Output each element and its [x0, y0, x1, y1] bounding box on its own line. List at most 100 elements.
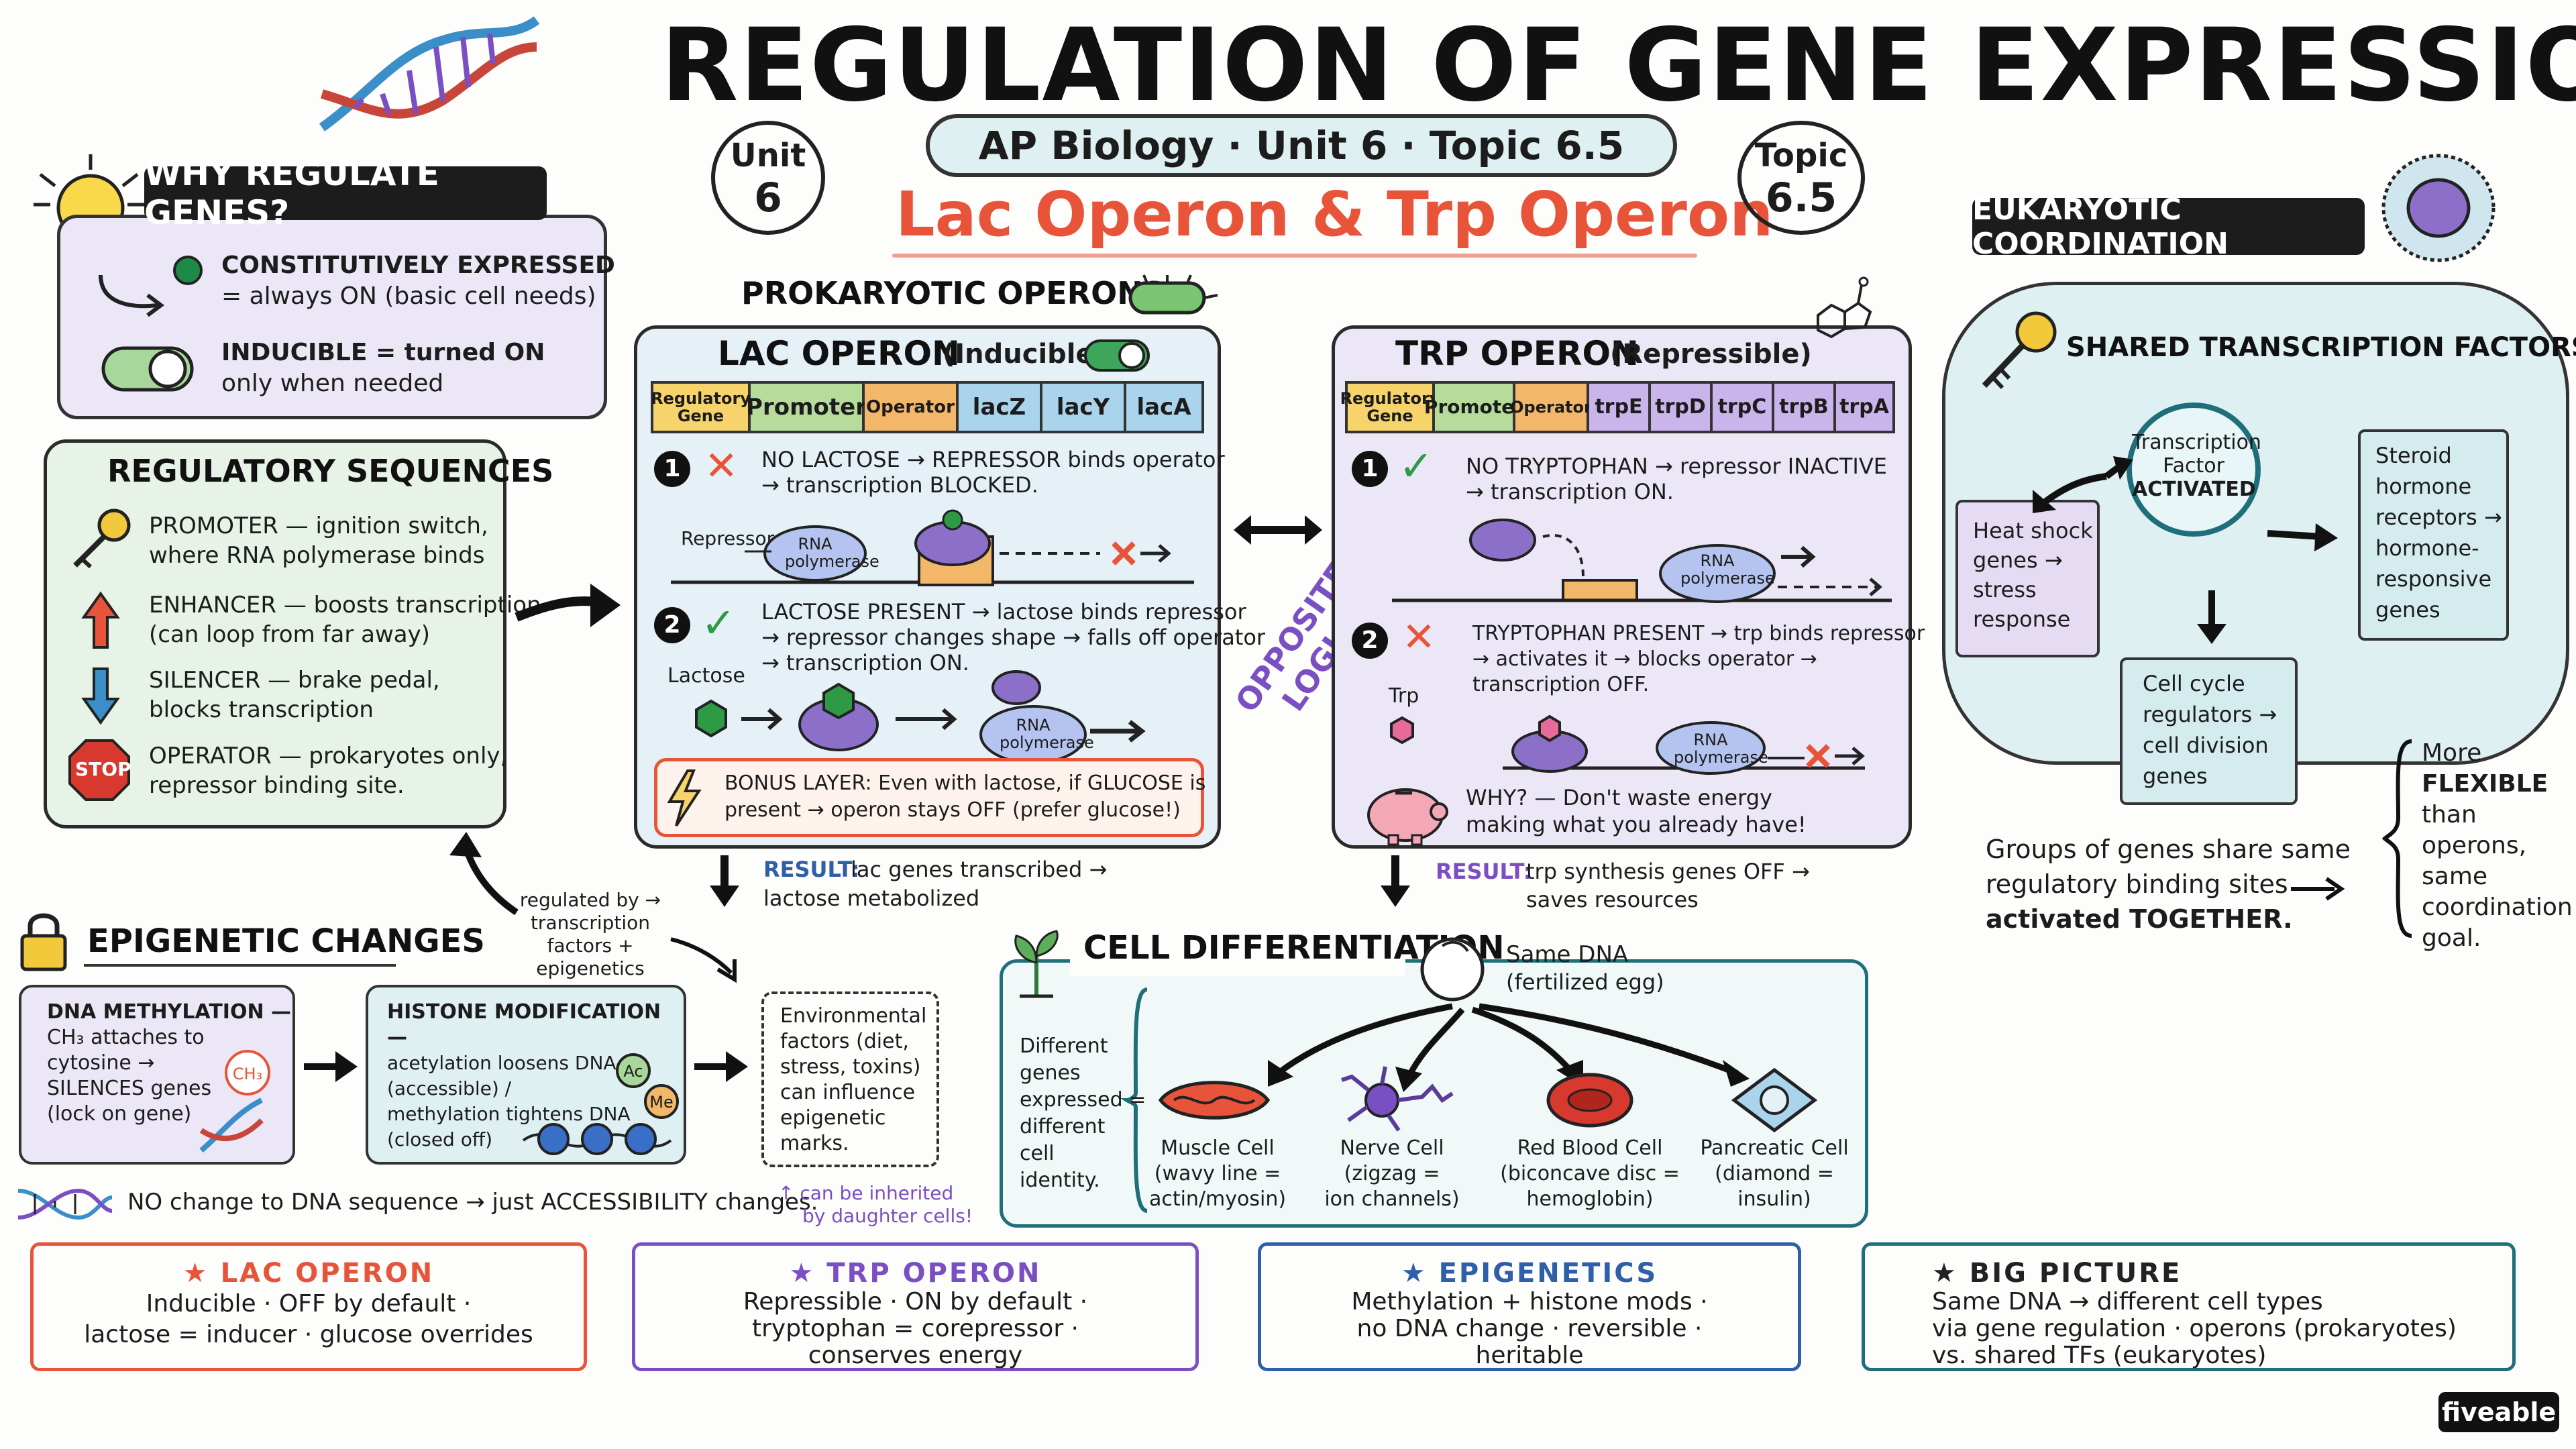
tf-activated-circle: Transcription Factor ACTIVATED [2127, 402, 2261, 537]
nerve-cell-label: Nerve Cell(zigzag =ion channels) [1324, 1136, 1460, 1211]
operator-l1: OPERATOR — prokaryotes only, [149, 743, 508, 769]
lac-bonus-box [654, 758, 1204, 837]
brace-icon [2381, 739, 2412, 938]
nucleosome-icon [522, 1123, 672, 1155]
down-arrow-icon [81, 667, 120, 725]
promoter-l2: where RNA polymerase binds [149, 542, 485, 569]
lac-rnap-1: RNA polymerase [785, 535, 879, 571]
trp-title: TRP OPERON [1395, 334, 1639, 373]
methylation-dna-icon [199, 1097, 264, 1153]
groups-l1: Groups of genes share same [1986, 835, 2351, 864]
me-bubble: Me [644, 1084, 679, 1119]
trp-gene-trpd: trpD [1651, 384, 1713, 431]
epi-title-underline [84, 964, 396, 967]
tryptophan-molecule-icon [1817, 276, 1872, 339]
lac-check-icon: ✓ [701, 598, 736, 647]
stop-sign-label: STOP [75, 758, 131, 780]
topic-badge: Topic 6.5 [1737, 121, 1865, 235]
red-blood-cell-icon [1546, 1073, 1633, 1128]
operator-l2: repressor binding site. [149, 772, 405, 799]
subtitle-underline [892, 254, 1697, 258]
trp-gene-trpa: trpA [1836, 384, 1892, 431]
lac-s2-l1: LACTOSE PRESENT → lactose binds represso… [761, 599, 1246, 625]
enhancer-l2: (can loop from far away) [149, 621, 430, 648]
diff-brace-icon [1120, 987, 1148, 1213]
trp-result-l1: trp synthesis genes OFF → [1526, 859, 1810, 884]
trp-kind: (Repressible) [1610, 339, 1812, 370]
diff-panel [1000, 959, 1868, 1228]
why-item1-l2: = always ON (basic cell needs) [221, 282, 596, 310]
lac-toggle-icon [1084, 339, 1150, 372]
trp-result-l2: saves resources [1526, 887, 1699, 912]
why-title-banner: WHY REGULATE GENES? [144, 154, 547, 232]
diff-branch-arrows [1268, 1003, 1750, 1092]
lac-gene-promoter: Promoter [746, 384, 867, 431]
page-title: REGULATION OF GENE EXPRESSION [661, 7, 2576, 124]
toggle-switch-icon [101, 346, 194, 392]
star-icon: ★ [1932, 1258, 1958, 1289]
promoter-l1: PROMOTER — ignition switch, [149, 513, 488, 539]
same-dna: Same DNA [1506, 941, 1629, 968]
trp-gene-trpc: trpC [1713, 384, 1774, 431]
subtitle-main: Lac Operon & Trp Operon [896, 178, 1774, 250]
trp-rnap-2: RNA polymerase [1674, 731, 1768, 767]
lac-title: LAC OPERON [718, 334, 960, 373]
euk-arrows [2033, 456, 2338, 644]
key-icon [73, 508, 131, 569]
star-icon: ★ [182, 1258, 209, 1289]
lac-bonus-l1: BONUS LAYER: Even with lactose, if GLUCO… [724, 771, 1206, 795]
lac-kind: (Inducible) [943, 339, 1106, 370]
green-dot-icon [173, 256, 203, 285]
trp-label: Trp [1389, 684, 1419, 708]
subtitle-pill: AP Biology · Unit 6 · Topic 6.5 [926, 114, 1677, 177]
curved-arrow-icon [99, 274, 164, 317]
trp-why-l1: WHY? — Don't waste energy [1466, 785, 1772, 810]
why-item2-l1: INDUCIBLE = turned ON [221, 339, 545, 366]
brand-logo: fiveable [2438, 1392, 2559, 1432]
trp-x-icon: ✕ [1402, 614, 1436, 661]
lightning-icon [667, 769, 702, 827]
lac-step2-diagram [695, 670, 1146, 764]
lac-gene-laca: lacA [1126, 384, 1201, 431]
epi-title: EPIGENETIC CHANGES [87, 922, 485, 960]
trp-result-label: RESULT: [1436, 859, 1532, 884]
piggy-bank-icon [1367, 788, 1448, 846]
lac-gene-regulatory: Regulatory Gene [651, 384, 751, 431]
trp-gene-promoter: Promoter [1424, 384, 1523, 431]
trp-s2-l3: transcription OFF. [1472, 673, 1650, 696]
lac-gene-lacy: lacY [1042, 384, 1126, 431]
sprout-icon [1014, 930, 1059, 998]
why-item1-l1: CONSTITUTIVELY EXPRESSED [221, 252, 615, 279]
unit-badge-label: Unit [730, 137, 806, 174]
euk-shared-label: SHARED TRANSCRIPTION FACTORS [2066, 332, 2576, 363]
groups-l2: regulatory binding sites [1986, 869, 2288, 899]
lac-repressor-label: Repressor [681, 527, 775, 549]
why-item2-l2: only when needed [221, 370, 444, 397]
groups-arrow [2291, 877, 2345, 901]
unit-badge-number: 6 [754, 174, 782, 221]
dna-small-icon [17, 1188, 113, 1220]
lac-bonus-l2: present → operon stays OFF (prefer gluco… [724, 798, 1181, 822]
arrow-to-lac [515, 584, 621, 627]
fertilized-egg: (fertilized egg) [1506, 969, 1664, 995]
trp-why-l2: making what you already have! [1466, 812, 1807, 837]
lac-step1-diagram [671, 509, 1194, 586]
summary-lac: ★ LAC OPERON Inducible · OFF by default … [30, 1242, 587, 1371]
trp-rnap-1: RNA polymerase [1680, 551, 1775, 588]
double-arrow-icon [1234, 515, 1322, 545]
lac-s1-l1: NO LACTOSE → REPRESSOR binds operator [761, 447, 1225, 472]
unit-badge: Unit 6 [711, 121, 825, 235]
trp-result-arrow [1381, 855, 1410, 907]
dna-helix-icon [319, 16, 540, 131]
lac-result-l1: lac genes transcribed → [851, 857, 1108, 882]
lac-gene-row: Regulatory Gene Promoter Operator lacZ l… [651, 381, 1204, 433]
lac-s1-l2: → transcription BLOCKED. [761, 472, 1038, 498]
diff-title-bg [1070, 929, 1405, 976]
lac-result-l2: lactose metabolized [763, 885, 980, 911]
pancreatic-cell-label: Pancreatic Cell(diamond =insulin) [1700, 1136, 1849, 1211]
lac-rnap-2: RNA polymerase [1000, 716, 1094, 752]
trp-s2-l2: → activates it → blocks operator → [1472, 647, 1817, 671]
cell-icon [2381, 154, 2496, 262]
